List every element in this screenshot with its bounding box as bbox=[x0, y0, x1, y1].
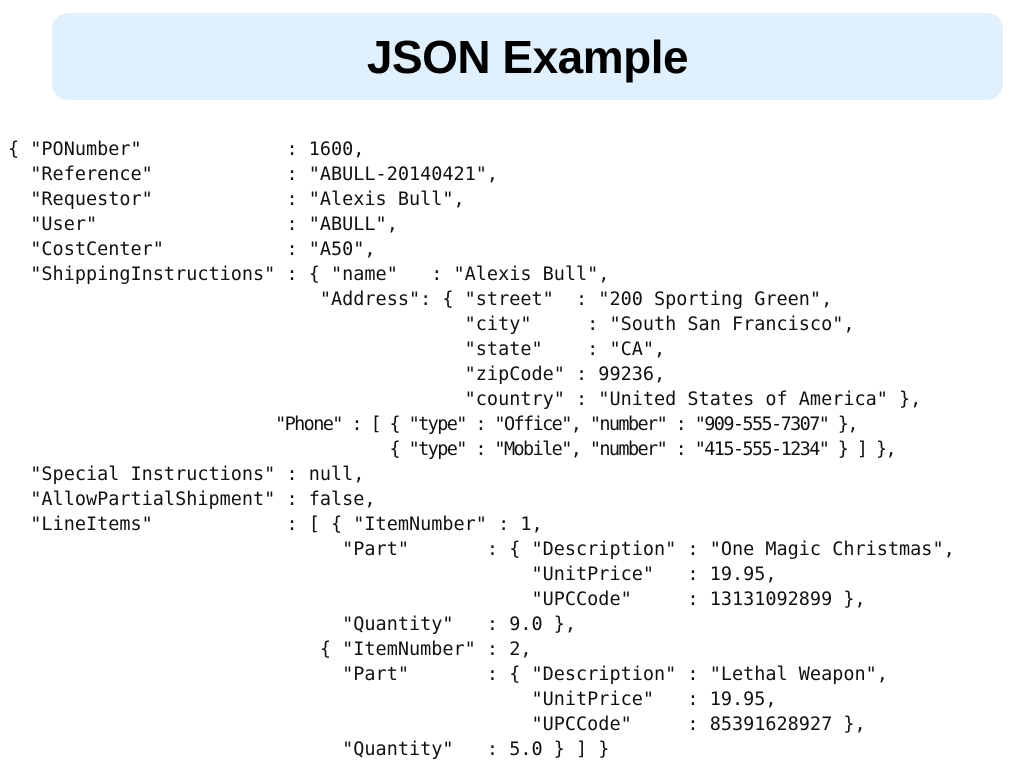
code-line: "city" : "South San Francisco", bbox=[8, 314, 855, 335]
code-line: "LineItems" : [ { "ItemNumber" : 1, bbox=[8, 514, 543, 535]
code-line: "zipCode" : 99236, bbox=[8, 364, 666, 385]
code-line: "Address": { "street" : "200 Sporting Gr… bbox=[8, 289, 833, 310]
code-line: "Phone" : [ { "type" : "Office", "number… bbox=[8, 414, 858, 435]
code-line: "Quantity" : 5.0 } ] } bbox=[8, 739, 610, 760]
code-line: "state" : "CA", bbox=[8, 339, 666, 360]
title-banner: JSON Example bbox=[52, 13, 1003, 100]
page-title: JSON Example bbox=[366, 30, 689, 83]
code-line: "Part" : { "Description" : "One Magic Ch… bbox=[8, 539, 955, 560]
code-line: "CostCenter" : "A50", bbox=[8, 239, 376, 260]
code-line: "Quantity" : 9.0 }, bbox=[8, 614, 577, 635]
code-line: "Special Instructions" : null, bbox=[8, 464, 365, 485]
code-line: "country" : "United States of America" }… bbox=[8, 389, 922, 410]
code-line: "Part" : { "Description" : "Lethal Weapo… bbox=[8, 664, 888, 685]
code-line: "User" : "ABULL", bbox=[8, 214, 398, 235]
code-line: "UPCCode" : 85391628927 }, bbox=[8, 714, 866, 735]
json-code-block: { "PONumber" : 1600, "Reference" : "ABUL… bbox=[8, 137, 955, 762]
code-line: "ShippingInstructions" : { "name" : "Ale… bbox=[8, 264, 610, 285]
code-line: "UnitPrice" : 19.95, bbox=[8, 564, 777, 585]
code-line: { "ItemNumber" : 2, bbox=[8, 639, 532, 660]
code-line: "Reference" : "ABULL-20140421", bbox=[8, 164, 499, 185]
code-line: "UnitPrice" : 19.95, bbox=[8, 689, 777, 710]
code-line: "AllowPartialShipment" : false, bbox=[8, 489, 376, 510]
code-line: "Requestor" : "Alexis Bull", bbox=[8, 189, 465, 210]
code-line: { "type" : "Mobile", "number" : "415-555… bbox=[8, 439, 897, 460]
code-line: { "PONumber" : 1600, bbox=[8, 139, 365, 160]
code-line: "UPCCode" : 13131092899 }, bbox=[8, 589, 866, 610]
